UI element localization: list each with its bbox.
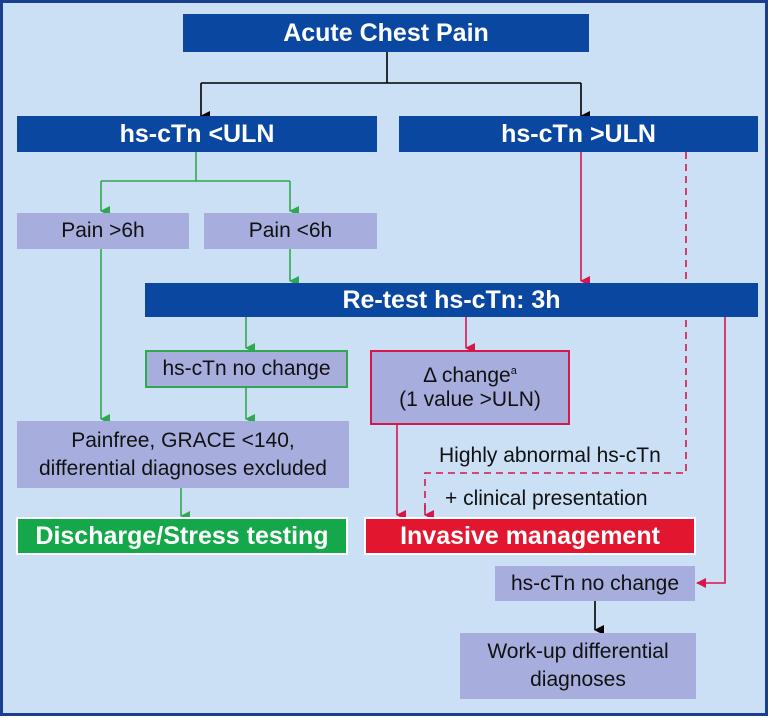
no-change-green-label: hs-cTn no change	[162, 357, 331, 380]
hs-ctn-below-uln-box: hs-cTn <ULN	[17, 116, 377, 152]
painfree-box: Painfree, GRACE <140, differential diagn…	[17, 421, 349, 488]
pain-over-6h-label: Pain >6h	[61, 219, 145, 242]
hs-ctn-below-uln-label: hs-cTn <ULN	[119, 119, 275, 148]
retest-box: Re-test hs-cTn: 3h	[145, 283, 758, 317]
painfree-line2: differential diagnoses excluded	[39, 456, 327, 480]
retest-label: Re-test hs-cTn: 3h	[342, 285, 561, 314]
acute-chest-pain-label: Acute Chest Pain	[283, 18, 489, 47]
hs-ctn-above-uln-label: hs-cTn >ULN	[501, 119, 656, 148]
pain-over-6h-box: Pain >6h	[17, 213, 189, 249]
pain-under-6h-box: Pain <6h	[204, 213, 377, 249]
discharge-label: Discharge/Stress testing	[35, 521, 329, 550]
workup-box: Work-up differential diagnoses	[460, 633, 696, 699]
no-change-green-box: hs-cTn no change	[145, 350, 348, 388]
hs-ctn-above-uln-box: hs-cTn >ULN	[399, 116, 758, 152]
delta-change-line2: (1 value >ULN)	[399, 387, 541, 411]
green-connectors	[100, 152, 299, 521]
delta-change-box: Δ changea (1 value >ULN)	[370, 350, 570, 425]
invasive-management-label: Invasive management	[400, 521, 660, 550]
delta-change-line1: Δ changea	[423, 363, 517, 387]
workup-line1: Work-up differential	[487, 640, 669, 663]
clinical-presentation-label: + clinical presentation	[445, 487, 648, 510]
workup-line2: diagnoses	[530, 668, 626, 691]
painfree-line1: Painfree, GRACE <140,	[71, 428, 295, 452]
pain-under-6h-label: Pain <6h	[248, 219, 333, 242]
discharge-box: Discharge/Stress testing	[16, 517, 348, 555]
invasive-management-box: Invasive management	[364, 517, 696, 555]
acute-chest-pain-box: Acute Chest Pain	[183, 14, 589, 52]
title-split-connector	[200, 52, 590, 121]
no-change-bottom-label: hs-cTn no change	[510, 571, 680, 595]
no-change-bottom-box: hs-cTn no change	[495, 566, 695, 601]
delta-superscript: a	[510, 364, 517, 377]
highly-abnormal-label: Highly abnormal hs-cTn	[439, 444, 661, 467]
